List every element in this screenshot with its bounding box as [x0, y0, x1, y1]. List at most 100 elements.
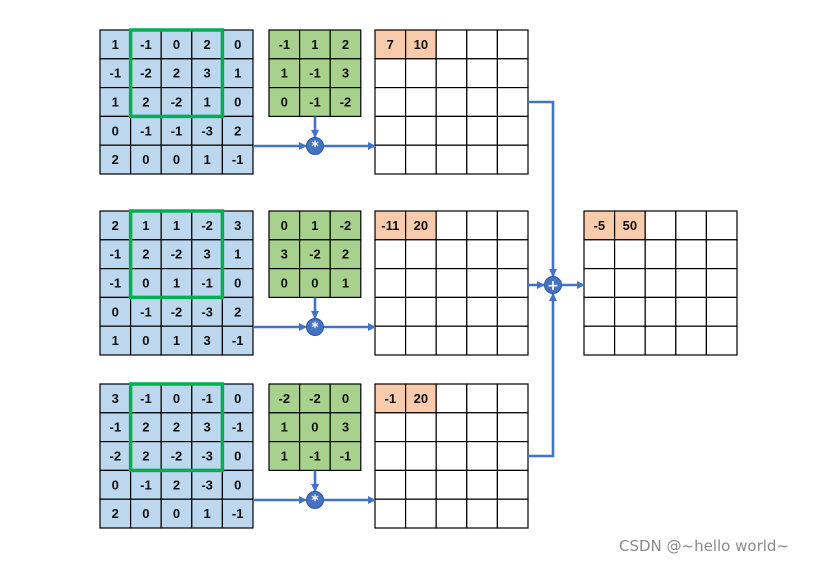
input-matrix-1-value: 2: [142, 95, 149, 110]
add-operator-circle: [544, 276, 562, 294]
feature-map-2-cell: [466, 239, 498, 270]
input-matrix-1-value: 3: [203, 66, 210, 81]
feature-map-2-cell: [435, 296, 468, 327]
kernel-matrix-1-value: -1: [309, 66, 321, 81]
watermark: CSDN @~hello world~: [619, 537, 789, 555]
feature-map-1-cell: [374, 144, 407, 175]
add-operator: +: [544, 276, 562, 294]
kernel-matrix-3-cell: [329, 441, 362, 472]
feature-map-1-cell: [405, 86, 437, 117]
input-matrix-3-value: 2: [173, 477, 180, 492]
input-matrix-2-cell: [130, 325, 162, 356]
multiply-operator-1-circle: [306, 137, 324, 155]
input-matrix-2-value: 0: [234, 276, 241, 291]
input-matrix-2-value: 1: [173, 218, 180, 233]
input-matrix-1-value: 0: [234, 37, 241, 52]
feature-map-3-cell: [374, 498, 407, 529]
output-map-value: -5: [594, 218, 606, 233]
input-matrix-3-value: 2: [142, 420, 149, 435]
multiply-operator-3-circle: [306, 491, 324, 509]
output-map: -5 50: [583, 210, 738, 356]
feature-map-3-cell: [435, 383, 468, 414]
input-matrix-3-cell: [160, 498, 193, 529]
input-matrix-3-value: -1: [110, 420, 122, 435]
feature-map-1-value: 7: [387, 37, 394, 52]
feature-map-2-cell: [496, 296, 529, 327]
input-matrix-2-cell: [221, 325, 254, 356]
feature-map-1-cell: [496, 29, 529, 60]
input-matrix-2-value: -2: [171, 304, 183, 319]
multiply-operator-3: *: [306, 491, 324, 509]
input-matrix-1-value: 0: [142, 152, 149, 167]
input-matrix-3-value: 0: [234, 477, 241, 492]
input-matrix-1-cell: [160, 58, 193, 89]
input-matrix-1-value: 2: [234, 123, 241, 138]
output-map-cell: [644, 325, 677, 356]
input-matrix-1-cell: [130, 144, 162, 175]
kernel-matrix-3-cell: [329, 412, 362, 443]
feature-map-3-cell: [466, 441, 498, 472]
output-map-cell: [613, 325, 646, 356]
input-matrix-1-value: -1: [110, 66, 122, 81]
sliding-window-1: [128, 28, 225, 119]
kernel-matrix-3-value: -2: [279, 391, 291, 406]
feature-map-3-cell: [435, 441, 468, 472]
feature-map-3-cell: [405, 498, 437, 529]
feature-map-3-cell: [374, 412, 407, 443]
output-map-cell: [644, 210, 677, 241]
feature-map-3-cell: [466, 412, 498, 443]
multiply-operator-2-symbol: *: [311, 320, 319, 336]
input-matrix-2-cell: [160, 210, 193, 241]
input-matrix-2-value: 1: [112, 333, 119, 348]
output-map-cell: [675, 239, 707, 270]
feature-map-1-cell: [374, 115, 407, 146]
feature-map-3-cell: [466, 469, 498, 500]
feature-map-3-cell: [496, 412, 529, 443]
multiply-operator-1-symbol: *: [311, 139, 319, 155]
feature-map-1-cell: [405, 144, 437, 175]
output-map-cell: [583, 210, 616, 241]
input-matrix-2-cell: [221, 296, 254, 327]
feature-map-2-cell: [405, 325, 437, 356]
input-matrix-2-cell: [191, 296, 224, 327]
feature-map-3-cell: [374, 383, 407, 414]
kernel-matrix-1-cell: [329, 58, 362, 89]
feature-map-3-cell: [466, 498, 498, 529]
feature-map-3-cell: [405, 412, 437, 443]
output-map-cell: [613, 239, 646, 270]
input-matrix-3-value: 0: [234, 391, 241, 406]
feature-map-3-cell: [496, 383, 529, 414]
input-matrix-3-cell: [160, 441, 193, 472]
feature-map-2-cell: [374, 239, 407, 270]
input-matrix-1-cell: [99, 115, 132, 146]
output-map-cell: [675, 210, 707, 241]
feature-map-3-cell: [496, 498, 529, 529]
kernel-matrix-2-cell: [268, 268, 301, 299]
input-matrix-1-value: 0: [173, 37, 180, 52]
input-matrix-2-value: 0: [112, 304, 119, 319]
input-matrix-2-cell: [160, 296, 193, 327]
input-matrix-2-value: 1: [142, 218, 149, 233]
kernel-matrix-2-value: -2: [309, 247, 321, 262]
kernel-matrix-3-cell: [299, 412, 331, 443]
input-matrix-1-cell: [130, 86, 162, 117]
feature-map-2-cell: [405, 239, 437, 270]
feature-map-2-cell: [374, 296, 407, 327]
input-matrix-1-cell: [99, 144, 132, 175]
output-map-cell: [675, 325, 707, 356]
kernel-matrix-3-value: -1: [309, 449, 321, 464]
kernel-matrix-1-value: 1: [281, 66, 288, 81]
feature-map-2-cell: [496, 268, 529, 299]
input-matrix-3-value: 3: [203, 420, 210, 435]
input-matrix-2-value: -1: [110, 276, 122, 291]
add-operator-symbol: +: [547, 278, 559, 294]
feature-map-1-cell: [466, 115, 498, 146]
input-matrix-2-value: 3: [203, 333, 210, 348]
feature-map-2-cell: [405, 268, 437, 299]
output-map-value: 50: [623, 218, 637, 233]
output-map-cell: [705, 325, 738, 356]
